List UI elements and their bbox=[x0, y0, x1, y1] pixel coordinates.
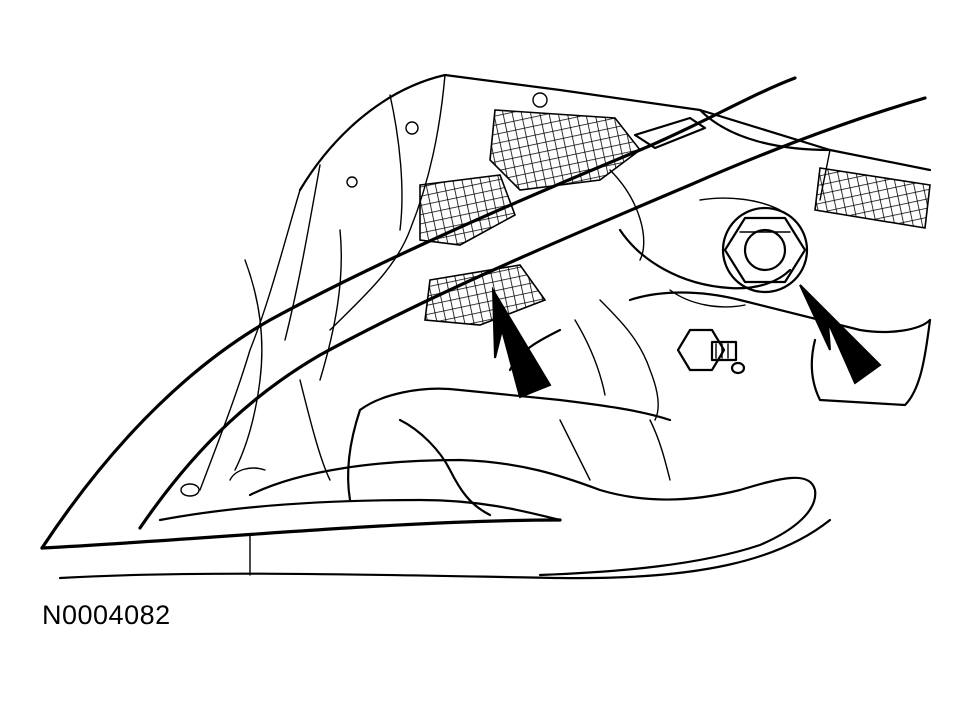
engine-mount-body bbox=[158, 387, 817, 577]
lower-mount-bolt bbox=[676, 328, 746, 375]
arrow-icon bbox=[491, 286, 552, 399]
callout-arrows bbox=[491, 284, 882, 399]
figure-id-label: N0004082 bbox=[42, 600, 171, 630]
hatched-panels bbox=[419, 109, 931, 326]
upper-mount-nut bbox=[721, 206, 809, 294]
wire-harness bbox=[618, 197, 792, 308]
arrow-icon bbox=[799, 284, 882, 385]
engine-bay-frame bbox=[199, 73, 932, 491]
strut-bar bbox=[40, 76, 927, 580]
